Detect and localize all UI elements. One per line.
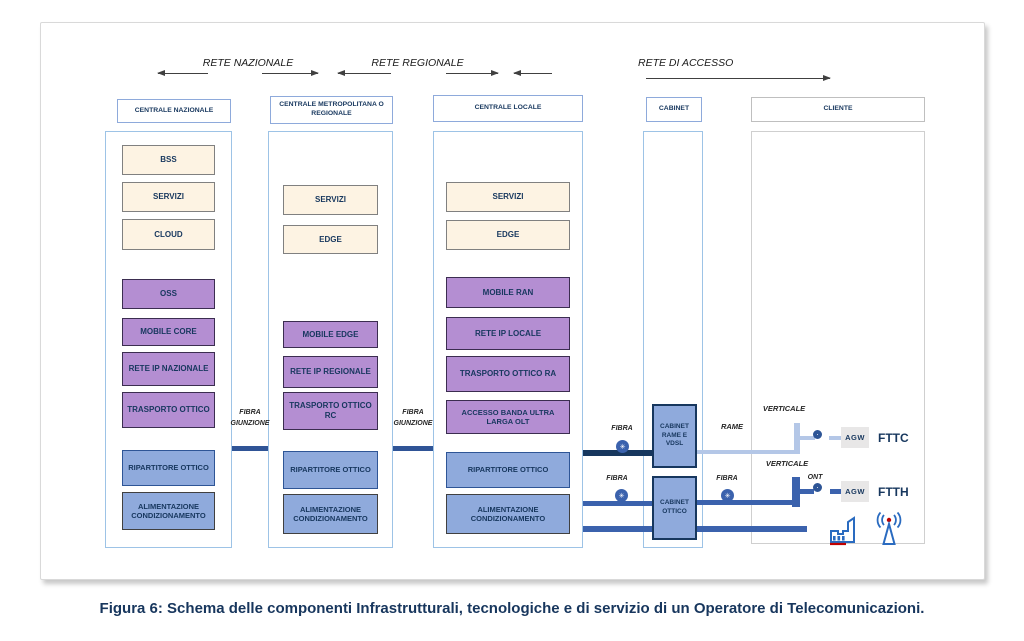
header-centrale-nazionale: CENTRALE NAZIONALE <box>117 99 231 123</box>
splice-glyph: ✳ <box>618 492 625 500</box>
box-ripartitore-ottico-locale: RIPARTITORE OTTICO <box>446 452 570 488</box>
label-verticale-fttc: VERTICALE <box>762 404 806 413</box>
box-ripartitore-ottico-metropolitana: RIPARTITORE OTTICO <box>283 451 378 489</box>
label-verticale-ftth: VERTICALE <box>765 459 809 468</box>
splice-icon: ✳ <box>615 489 628 502</box>
splice-glyph: ✳ <box>724 492 731 500</box>
box-alimentazione-nazionale: ALIMENTAZIONE CONDIZIONAMENTO <box>122 492 215 530</box>
arrow-left-icon <box>157 70 208 76</box>
fibra-to-agw-line <box>830 489 842 494</box>
fibra-giunzione-line-1 <box>232 446 268 451</box>
arrow-right-icon <box>446 70 499 76</box>
figure-caption: Figura 6: Schema delle componenti Infras… <box>99 600 925 617</box>
rame-line <box>697 450 797 454</box>
ont-ring-icon <box>813 483 822 492</box>
box-mobile-ran: MOBILE RAN <box>446 277 570 308</box>
box-mobile-core: MOBILE CORE <box>122 318 215 346</box>
header-cliente: CLIENTE <box>751 97 925 122</box>
splice-icon: ✳ <box>721 489 734 502</box>
label-fttc: FTTC <box>878 431 909 445</box>
box-rete-ip-nazionale: RETE IP NAZIONALE <box>122 352 215 386</box>
fibra-line-from-cabinet-ottico <box>697 500 793 505</box>
label-fibra-3: FIBRA <box>716 475 738 482</box>
box-trasporto-ottico: TRASPORTO OTTICO <box>122 392 215 428</box>
splice-glyph: ✳ <box>619 443 626 451</box>
arrow-left-icon <box>513 70 552 76</box>
zone-label-rete-regionale: RETE REGIONALE <box>371 57 464 69</box>
arrow-left-icon <box>337 70 391 76</box>
zone-label-rete-accesso: RETE DI ACCESSO <box>638 57 734 69</box>
fibra-branch-line <box>800 489 814 494</box>
header-centrale-locale: CENTRALE LOCALE <box>433 95 583 122</box>
box-mobile-edge: MOBILE EDGE <box>283 321 378 348</box>
box-servizi-locale: SERVIZI <box>446 182 570 212</box>
box-edge-locale: EDGE <box>446 220 570 250</box>
termination-ring-icon <box>813 430 822 439</box>
label-fibra-giunzione-2: FIBRA GIUNZIONE <box>393 409 433 427</box>
arrow-right-icon <box>646 75 831 81</box>
agw-box-fttc: AGW <box>841 427 869 448</box>
label-ftth: FTTH <box>878 485 909 499</box>
splice-icon: ✳ <box>616 440 629 453</box>
box-alimentazione-locale: ALIMENTAZIONE CONDIZIONAMENTO <box>446 494 570 534</box>
label-rame: RAME <box>720 422 744 431</box>
label-ont: ONT <box>807 474 823 481</box>
verticale-rame-riser <box>794 423 800 454</box>
factory-icon <box>827 512 859 547</box>
box-cabinet-rame-vdsl: CABINET RAME E VDSL <box>652 404 697 468</box>
label-fibra-1: FIBRA <box>611 425 633 432</box>
rame-branch-line <box>800 436 815 440</box>
box-ripartitore-ottico-nazionale: RIPARTITORE OTTICO <box>122 450 215 486</box>
box-cabinet-ottico: CABINET OTTICO <box>652 476 697 540</box>
box-edge-metropolitana: EDGE <box>283 225 378 254</box>
box-trasporto-ottico-rc: TRASPORTO OTTICO RC <box>283 392 378 430</box>
header-cabinet: CABINET <box>646 97 702 122</box>
box-alimentazione-metropolitana: ALIMENTAZIONE CONDIZIONAMENTO <box>283 494 378 534</box>
box-rete-ip-locale: RETE IP LOCALE <box>446 317 570 350</box>
column-cliente <box>751 131 925 544</box>
rame-to-agw-line <box>829 436 842 440</box>
label-fibra-2: FIBRA <box>606 475 628 482</box>
arrow-right-icon <box>262 70 319 76</box>
verticale-fibra-riser <box>792 477 800 507</box>
zone-label-rete-nazionale: RETE NAZIONALE <box>202 57 294 69</box>
box-trasporto-ottico-ra: TRASPORTO OTTICO RA <box>446 356 570 392</box>
box-accesso-olt: ACCESSO BANDA ULTRA LARGA OLT <box>446 400 570 434</box>
box-oss: OSS <box>122 279 215 309</box>
box-rete-ip-regionale: RETE IP REGIONALE <box>283 356 378 388</box>
box-servizi-nazionale: SERVIZI <box>122 182 215 212</box>
box-cloud: CLOUD <box>122 219 215 250</box>
fibra-giunzione-line-2 <box>393 446 433 451</box>
fibra-line-to-cabinet-ottico <box>583 501 652 506</box>
antenna-icon <box>874 510 904 547</box>
agw-box-ftth: AGW <box>841 481 869 502</box>
box-servizi-metropolitana: SERVIZI <box>283 185 378 215</box>
fibra-line-to-cabinet-rame <box>583 450 652 456</box>
header-centrale-metropolitana: CENTRALE METROPOLITANA O REGIONALE <box>270 96 393 124</box>
box-bss: BSS <box>122 145 215 175</box>
label-fibra-giunzione-1: FIBRA GIUNZIONE <box>230 409 270 427</box>
